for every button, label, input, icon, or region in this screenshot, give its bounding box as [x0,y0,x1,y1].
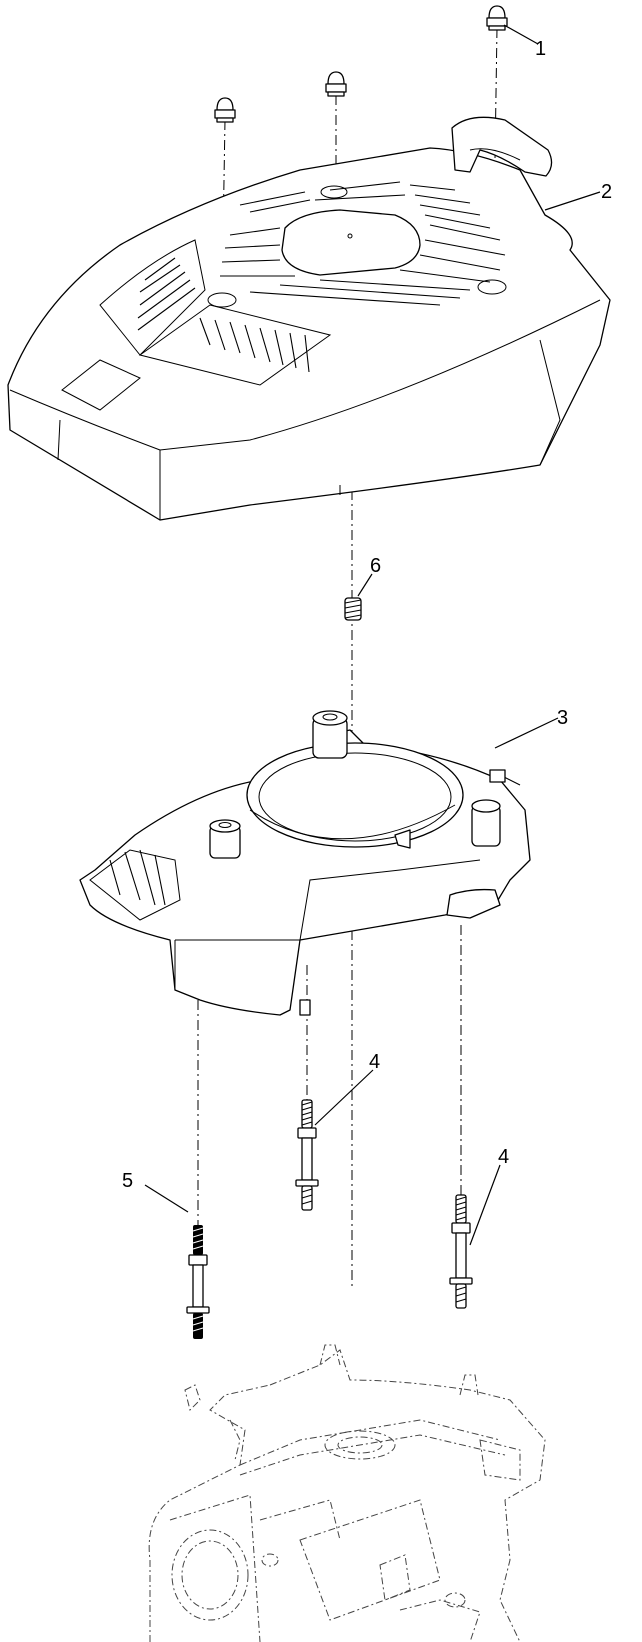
callout-4-center: 4 [369,1051,380,1073]
callout-5: 5 [122,1170,133,1192]
spring-part-6 [344,597,362,621]
engine-cover-part-2 [7,116,611,521]
engine-block-reference [148,1344,546,1642]
acorn-nut-part-1 [214,5,508,123]
blower-housing-part-3 [79,710,531,1016]
callout-4-right: 4 [498,1146,509,1168]
callout-leaders [144,24,601,1246]
stud-part-4-right [449,1194,473,1309]
callout-1: 1 [535,38,546,60]
stud-part-4-center [295,1099,319,1211]
callout-3: 3 [557,707,568,729]
stud-part-5 [186,1225,210,1339]
callout-2: 2 [601,181,612,203]
callout-6: 6 [370,555,381,577]
